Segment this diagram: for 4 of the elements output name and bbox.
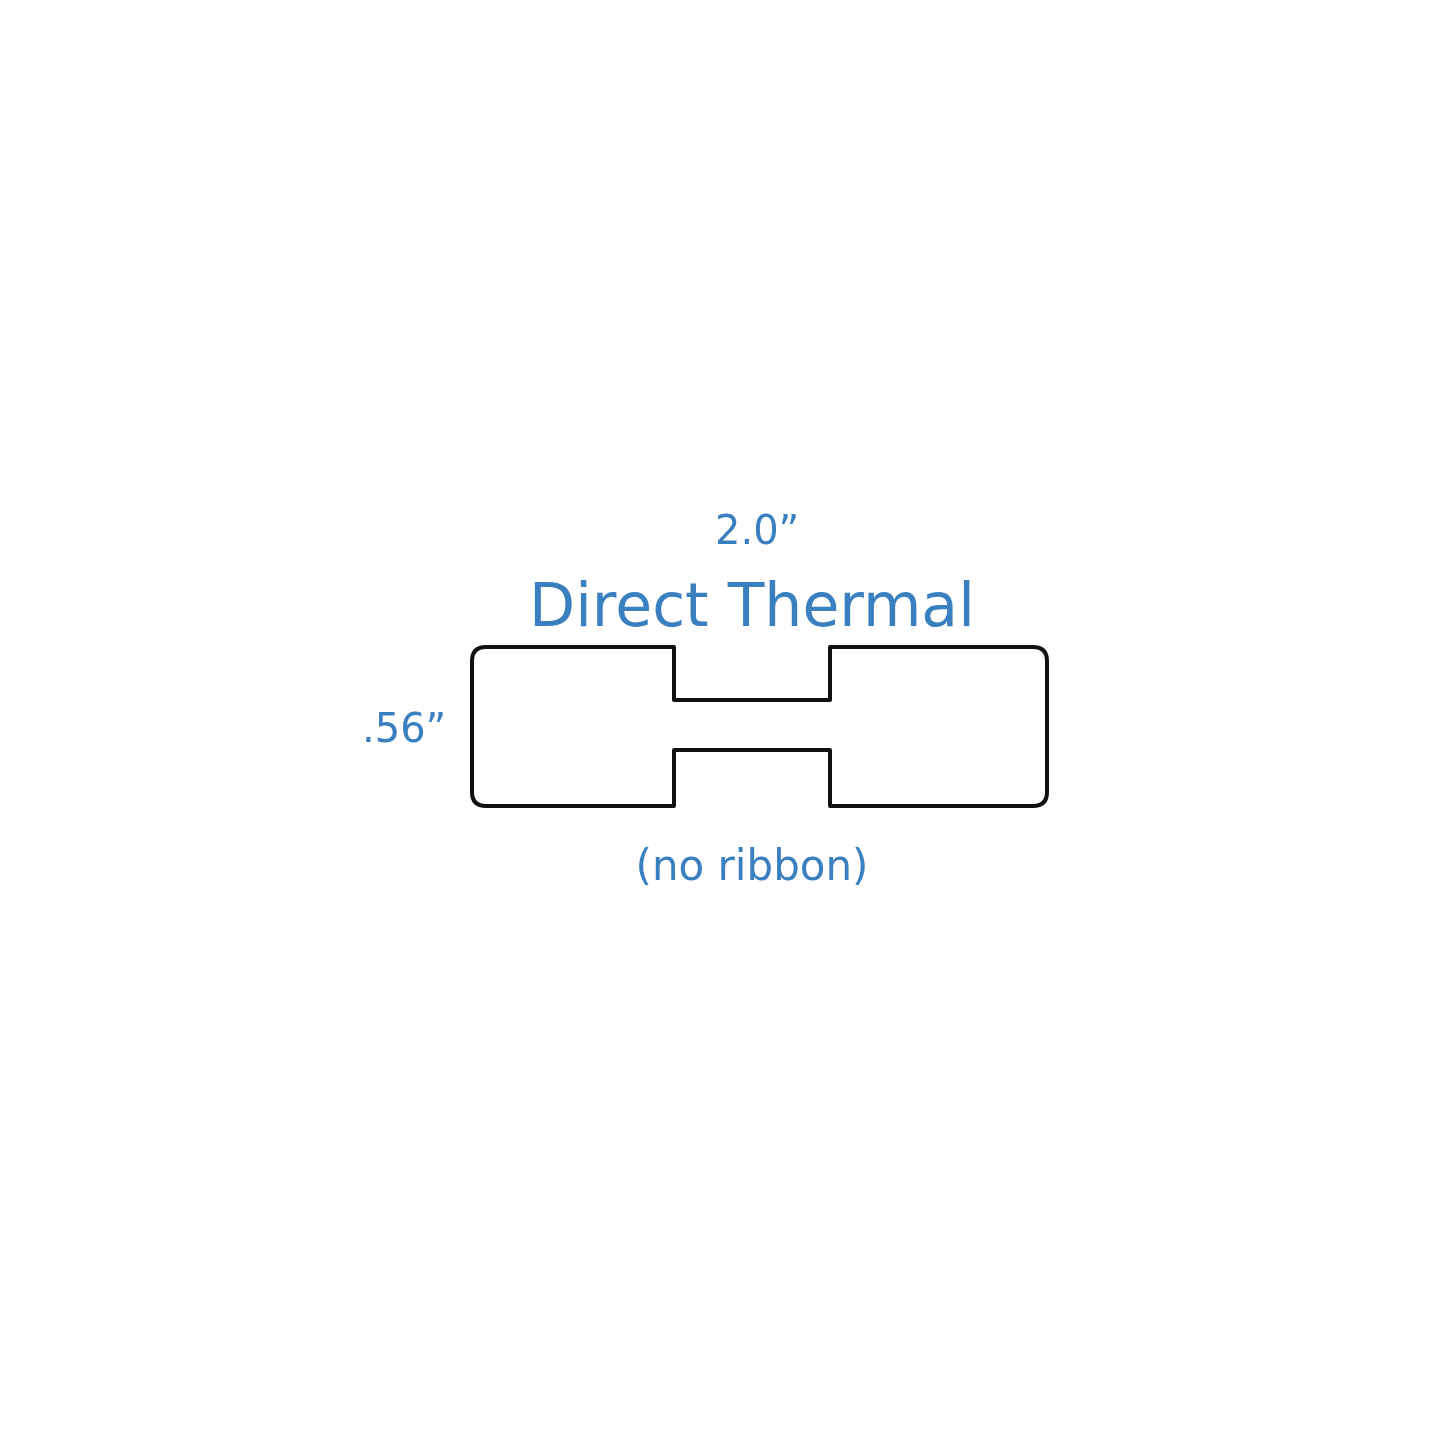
dimension-text: .56” [362,708,447,748]
note-text: (no ribbon) [635,845,869,887]
label-type-text: Direct Thermal [529,575,975,635]
dimension-text: 2.0” [715,510,800,550]
